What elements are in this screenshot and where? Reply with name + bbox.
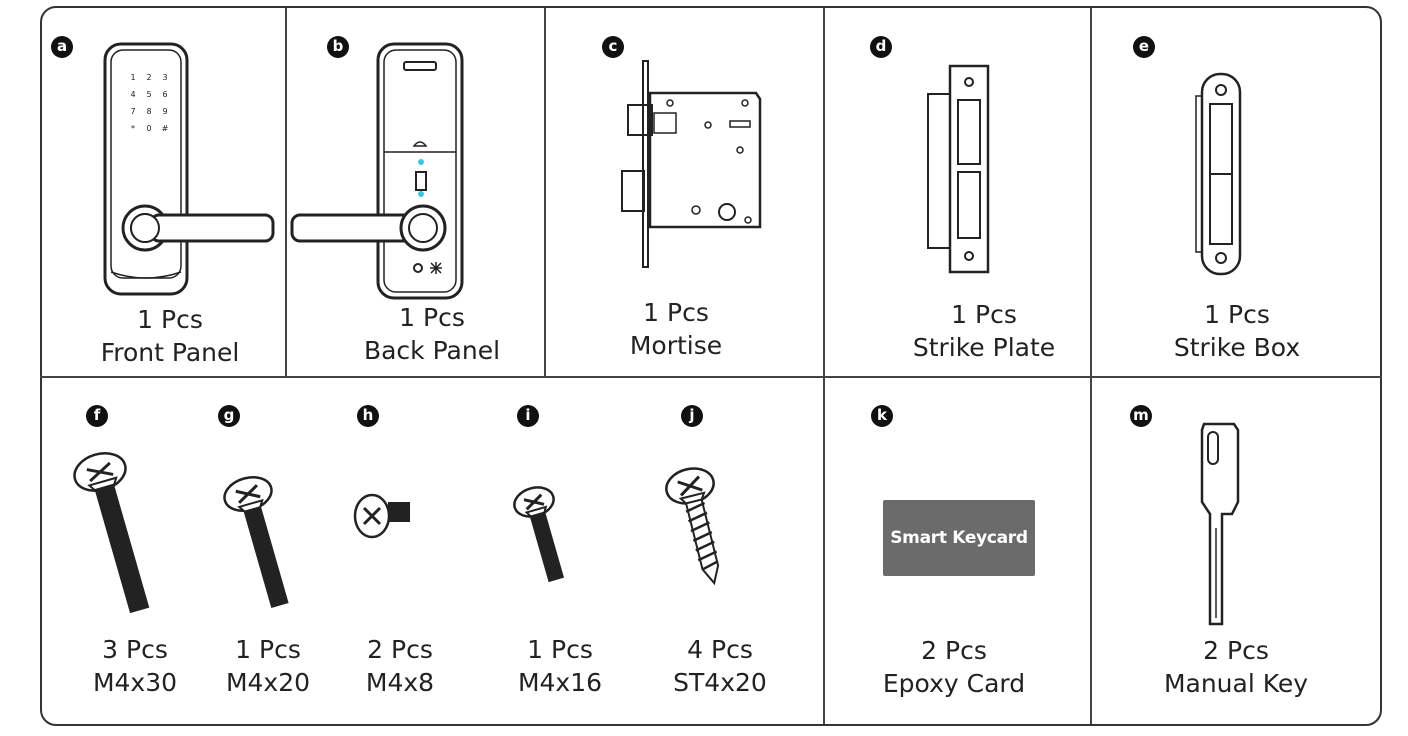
- item-caption: 1 Pcs Strike Box: [1137, 298, 1337, 364]
- item-badge: k: [871, 405, 893, 427]
- item-qty: 4 Pcs: [687, 635, 753, 664]
- item-badge: a: [51, 36, 73, 58]
- keypad-key: 4: [130, 90, 135, 99]
- mortise-image: [621, 60, 762, 268]
- item-name: Strike Plate: [912, 333, 1056, 362]
- back-panel-image: [290, 42, 464, 300]
- parts-list-frame: [40, 6, 1382, 726]
- item-badge: i: [517, 405, 539, 427]
- item-qty: 1 Pcs: [235, 635, 301, 664]
- item-badge: c: [602, 36, 624, 58]
- front-panel-image: 1 2 3 4 5 6 7 8 9 * 0 #: [103, 42, 275, 296]
- keypad-key: #: [162, 124, 169, 133]
- item-badge: g: [218, 405, 240, 427]
- screw-m4x8-image: [353, 493, 410, 539]
- item-badge: m: [1130, 405, 1152, 427]
- keypad-key: 2: [146, 73, 151, 82]
- item-badge: h: [357, 405, 379, 427]
- keypad-key: 5: [146, 90, 151, 99]
- screw-m4x20-image: [223, 476, 289, 608]
- item-caption: 2 Pcs Epoxy Card: [854, 634, 1054, 700]
- screw-m4x30-image: [73, 452, 150, 614]
- item-name: Mortise: [629, 331, 723, 360]
- item-qty: 3 Pcs: [102, 635, 168, 664]
- item-caption: 1 Pcs M4x16: [500, 633, 620, 699]
- divider: [544, 8, 546, 376]
- item-qty: 1 Pcs: [527, 635, 593, 664]
- item-badge: b: [327, 36, 349, 58]
- keypad-key: 7: [130, 107, 135, 116]
- item-caption: 2 Pcs M4x8: [340, 633, 460, 699]
- item-name: Strike Box: [1173, 333, 1301, 362]
- item-name: M4x30: [92, 668, 178, 697]
- keypad-key: *: [131, 124, 135, 133]
- item-name: Back Panel: [363, 336, 501, 365]
- screw-m4x16-image: [513, 486, 565, 583]
- item-caption: 3 Pcs M4x30: [75, 633, 195, 699]
- item-badge: d: [870, 36, 892, 58]
- smart-keycard-image: Smart Keycard: [883, 500, 1035, 576]
- item-caption: 1 Pcs Strike Plate: [874, 298, 1094, 364]
- item-name: ST4x20: [673, 668, 767, 697]
- strike-box-image: [1195, 72, 1242, 276]
- item-name: Front Panel: [100, 338, 240, 367]
- item-qty: 1 Pcs: [1204, 300, 1270, 329]
- item-qty: 2 Pcs: [1203, 636, 1269, 665]
- item-qty: 1 Pcs: [951, 300, 1017, 329]
- item-name: Epoxy Card: [882, 669, 1026, 698]
- item-name: M4x8: [365, 668, 435, 697]
- item-caption: 1 Pcs Mortise: [586, 296, 766, 362]
- divider: [285, 8, 287, 376]
- item-name: Manual Key: [1163, 669, 1309, 698]
- item-badge: f: [86, 405, 108, 427]
- item-name: M4x20: [225, 668, 311, 697]
- divider: [823, 8, 825, 724]
- item-qty: 1 Pcs: [137, 305, 203, 334]
- item-qty: 2 Pcs: [921, 636, 987, 665]
- item-qty: 2 Pcs: [367, 635, 433, 664]
- item-caption: 1 Pcs M4x20: [208, 633, 328, 699]
- keypad-key: 3: [162, 73, 167, 82]
- item-qty: 1 Pcs: [399, 303, 465, 332]
- keypad-key: 0: [146, 124, 151, 133]
- item-caption: 1 Pcs Back Panel: [332, 301, 532, 367]
- item-qty: 1 Pcs: [643, 298, 709, 327]
- manual-key-image: [1200, 422, 1240, 626]
- item-caption: 2 Pcs Manual Key: [1136, 634, 1336, 700]
- item-caption: 1 Pcs Front Panel: [70, 303, 270, 369]
- item-badge: e: [1133, 36, 1155, 58]
- item-badge: j: [681, 405, 703, 427]
- keypad-key: 6: [162, 90, 167, 99]
- keypad-key: 9: [162, 107, 167, 116]
- divider: [40, 376, 1382, 378]
- strike-plate-image: [927, 64, 990, 274]
- keypad-key: 8: [146, 107, 151, 116]
- keypad-key: 1: [130, 73, 135, 82]
- divider: [1090, 8, 1092, 724]
- item-caption: 4 Pcs ST4x20: [655, 633, 785, 699]
- screw-st4x20-image: [665, 467, 720, 586]
- item-name: M4x16: [517, 668, 603, 697]
